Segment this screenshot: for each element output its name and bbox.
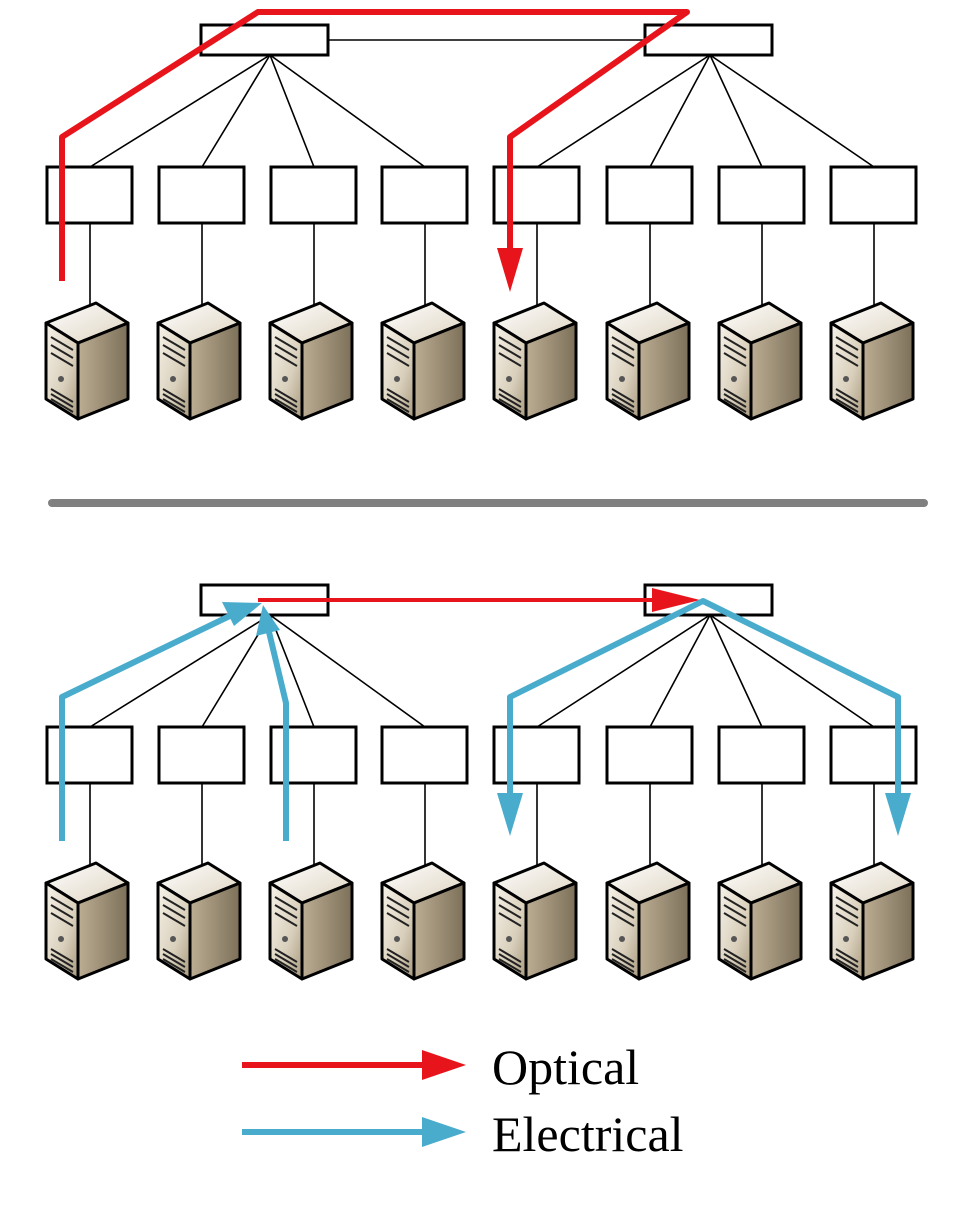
tor-switch	[717, 165, 806, 225]
server-icon	[380, 301, 466, 421]
server-icon	[44, 861, 130, 981]
server-icon	[492, 861, 578, 981]
server-icon	[156, 301, 242, 421]
tor-switch	[492, 165, 581, 225]
tor-switch	[492, 725, 581, 785]
tor-switch	[829, 165, 918, 225]
legend-label-electrical: Electrical	[492, 1106, 684, 1162]
servers	[44, 301, 915, 421]
tor-switch	[717, 725, 806, 785]
tor-switch	[157, 165, 246, 225]
server-icon	[829, 301, 915, 421]
server-icon	[717, 301, 803, 421]
server-icon	[605, 301, 691, 421]
server-icon	[380, 861, 466, 981]
legend-label-optical: Optical	[492, 1039, 639, 1095]
legend-electrical: Electrical	[242, 1106, 684, 1162]
server-icon	[605, 861, 691, 981]
servers	[44, 861, 915, 981]
server-icon	[717, 861, 803, 981]
top-panel	[44, 9, 918, 421]
server-icon	[156, 861, 242, 981]
server-icon	[268, 301, 354, 421]
tor-switch	[605, 165, 694, 225]
tor-switch	[380, 725, 469, 785]
tor-switch	[605, 725, 694, 785]
electrical-paths	[59, 598, 911, 841]
optical-core-path	[258, 588, 700, 612]
optical-path	[59, 9, 690, 292]
server-icon	[268, 861, 354, 981]
top-links	[89, 39, 875, 308]
tor-switch	[269, 165, 358, 225]
bottom-panel	[44, 583, 918, 981]
core-switch	[199, 23, 330, 57]
server-icon	[829, 861, 915, 981]
server-icon	[44, 301, 130, 421]
legend-optical: Optical	[242, 1039, 639, 1095]
tor-switch	[829, 725, 918, 785]
server-icon	[492, 301, 578, 421]
tor-switches	[45, 725, 918, 785]
tor-switches	[45, 165, 918, 225]
tor-switch	[157, 725, 246, 785]
legend: Optical Electrical	[242, 1039, 684, 1162]
tor-switch	[380, 165, 469, 225]
